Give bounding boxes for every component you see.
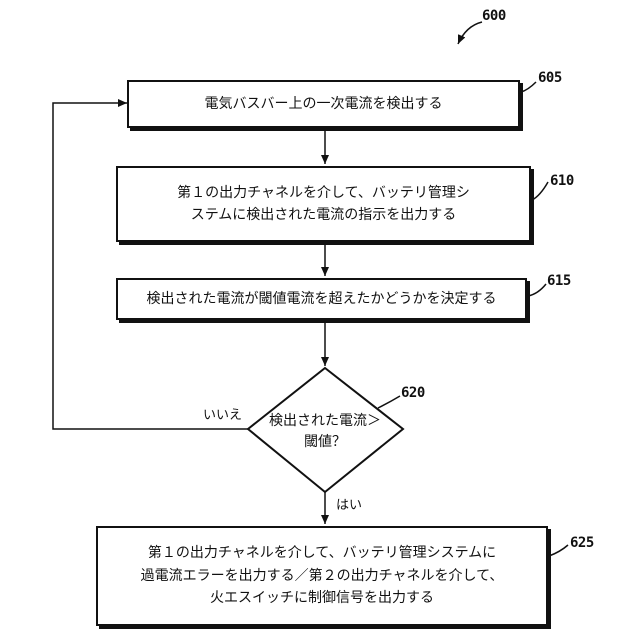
leader-620 xyxy=(378,396,400,408)
decision-620-ref: 620 xyxy=(401,385,425,401)
leader-605 xyxy=(521,82,536,92)
step-625-box: 第１の出力チャネルを介して、バッテリ管理システムに 過電流エラーを出力する／第２… xyxy=(96,526,548,626)
branch-yes-label: はい xyxy=(336,494,362,513)
step-615-ref: 615 xyxy=(547,273,571,289)
figure-number: 600 xyxy=(482,8,506,24)
leader-625 xyxy=(549,545,568,556)
decision-620-text: 検出された電流＞ 閾値？ xyxy=(252,411,398,453)
step-625-text-line-3: 火エスイッチに制御信号を出力する xyxy=(141,587,504,609)
step-605-ref: 605 xyxy=(538,70,562,86)
leader-610 xyxy=(532,182,548,200)
step-615-box: 検出された電流が閾値電流を超えたかどうかを決定する xyxy=(116,278,527,320)
step-610-text-line-2: ステムに検出された電流の指示を出力する xyxy=(177,204,470,226)
arrow-no-loop-back xyxy=(53,103,248,429)
decision-text-line-1: 検出された電流＞ xyxy=(252,411,398,432)
branch-no-label: いいえ xyxy=(203,404,242,423)
step-625-text-line-1: 第１の出力チャネルを介して、バッテリ管理システムに xyxy=(141,542,504,564)
step-605-text: 電気バスバー上の一次電流を検出する xyxy=(205,93,443,115)
step-610-text-line-1: 第１の出力チャネルを介して、バッテリ管理シ xyxy=(177,182,470,204)
figure-pointer-arrow xyxy=(458,22,482,44)
step-610-ref: 610 xyxy=(550,173,574,189)
leader-615 xyxy=(528,284,546,296)
step-625-text-line-2: 過電流エラーを出力する／第２の出力チャネルを介して、 xyxy=(141,565,504,587)
step-615-text: 検出された電流が閾値電流を超えたかどうかを決定する xyxy=(147,288,497,310)
decision-text-line-2: 閾値？ xyxy=(252,432,398,453)
step-625-ref: 625 xyxy=(570,535,594,551)
step-610-box: 第１の出力チャネルを介して、バッテリ管理シ ステムに検出された電流の指示を出力す… xyxy=(116,166,531,242)
step-605-box: 電気バスバー上の一次電流を検出する xyxy=(127,80,520,128)
